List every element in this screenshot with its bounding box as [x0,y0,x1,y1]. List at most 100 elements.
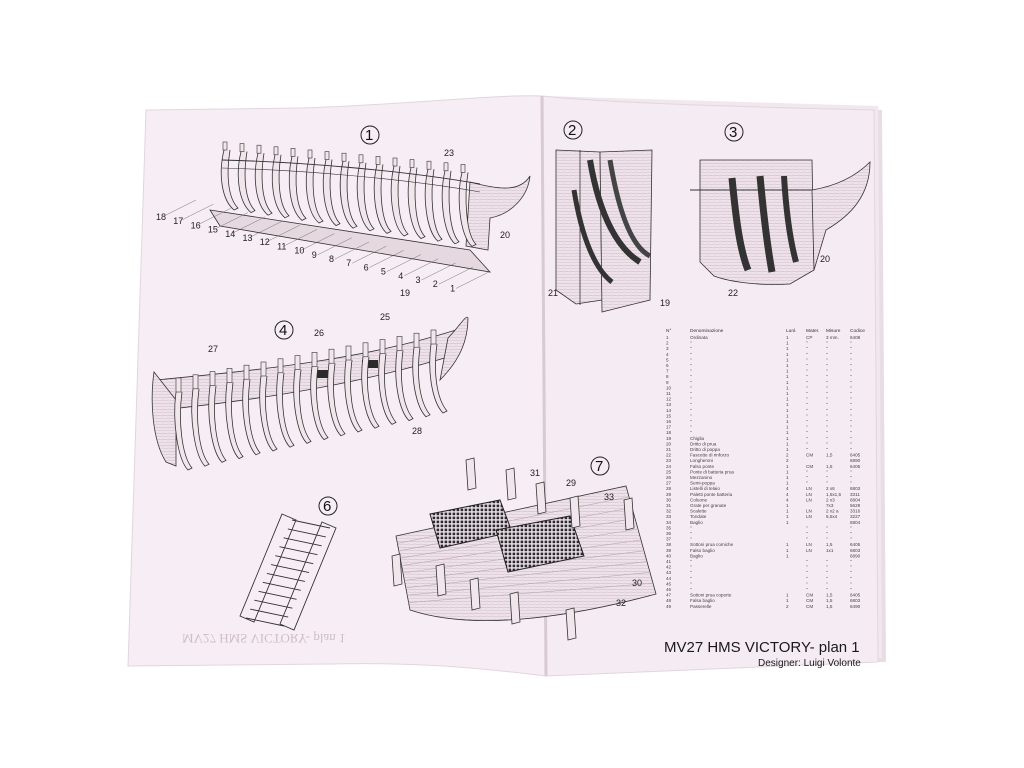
hull-frame [378,353,397,425]
table-cell: " [850,419,852,424]
table-cell: 33 [666,514,672,519]
leader-line [231,216,266,234]
ladder-rung [262,581,301,591]
table-cell: 17 [666,425,672,430]
table-cell: " [806,352,808,357]
table-cell: 3 [666,346,669,351]
table-cell: Baglio [690,553,703,558]
table-cell: " [690,581,692,586]
table-cell: 1 [786,430,789,435]
table-cell: " [850,537,852,542]
hull-frame [373,164,392,234]
table-cell: 1 [786,503,789,508]
table-cell: " [850,397,852,402]
part-callout: 1 [450,283,455,293]
frame-top [311,352,318,367]
part-callout: 23 [444,148,454,158]
part-callout: 26 [314,328,324,338]
table-cell: " [690,385,692,390]
table-cell: " [806,380,808,385]
table-cell: 7x3 [826,503,834,508]
bow-stem [465,175,531,251]
part-callout: 3 [416,275,421,285]
table-cell: Falsa baglio [690,598,715,603]
frame-top [396,336,403,351]
figure-6-number: 6 [323,498,331,515]
frame-top [175,377,182,393]
table-cell: Dritto di prua [690,441,717,446]
table-cell: 3 mm. [826,335,839,340]
hull-frame [429,343,448,414]
table-cell: 1 [786,593,789,598]
table-cell: LN [806,514,812,519]
table-cell: " [690,413,692,418]
table-header: Misure [826,328,841,334]
table-cell: 2 x2 a [826,509,839,514]
table-cell: 1 [786,464,789,469]
part-callout: 19 [400,288,410,298]
table-cell: 1 [786,402,789,407]
table-cell: LN [806,486,812,491]
hull-frame [344,359,363,433]
table-cell: " [826,565,828,570]
table-cell: " [850,385,852,390]
table-cell: 9 [666,380,669,385]
table-cell: 1 [786,352,789,357]
table-cell: " [806,430,808,435]
table-cell: " [690,576,692,581]
hull-frame [220,149,239,211]
ladder-rung [291,519,331,529]
table-cell: 1 [786,436,789,441]
table-cell: 6804 [850,497,861,502]
table-cell: 1 [786,341,789,346]
table-cell: 39 [666,548,672,553]
table-cell: 40 [666,553,672,558]
table-cell: 35 [666,525,672,530]
table-cell: 2 x6 [826,486,835,491]
part-callout: 19 [660,298,670,308]
table-cell: " [806,397,808,402]
table-header: N° [666,328,671,334]
hull-frame [441,170,460,245]
table-cell: 1 [786,481,789,486]
table-cell: " [690,425,692,430]
title-block: MV27 HMS VICTORY- plan 1 Designer: Luigi… [664,639,861,669]
table-cell: " [850,425,852,430]
table-cell: 36 [666,531,672,536]
table-cell: " [850,357,852,362]
hull-frame [310,366,329,441]
table-cell: " [806,363,808,368]
leader-line [456,271,491,289]
table-cell: CP [806,335,812,340]
table-cell: " [690,570,692,575]
table-cell: Listelli di telaio [690,486,720,491]
table-cell: 6803 [850,548,861,553]
ladder-rung [266,573,306,582]
frame-top [328,348,335,364]
figure-4-number: 4 [279,322,287,339]
table-cell: " [690,352,692,357]
table-cell: 4 [786,486,789,491]
table-cell: " [850,408,852,413]
table-cell: 6803 [850,598,861,603]
table-cell: " [826,531,828,536]
table-cell: 46 [666,587,672,592]
table-cell: " [690,357,692,362]
table-cell: " [826,447,828,452]
table-cell: " [826,469,828,474]
table-cell: 1 [786,542,789,547]
ladder-rung [245,617,285,627]
frame-set [220,141,477,247]
table-cell: " [806,436,808,441]
table-cell: " [806,346,808,351]
table-cell: " [806,385,808,390]
table-cell: " [806,425,808,430]
figure-2-number: 2 [568,122,576,139]
part-callout: 16 [191,220,201,230]
